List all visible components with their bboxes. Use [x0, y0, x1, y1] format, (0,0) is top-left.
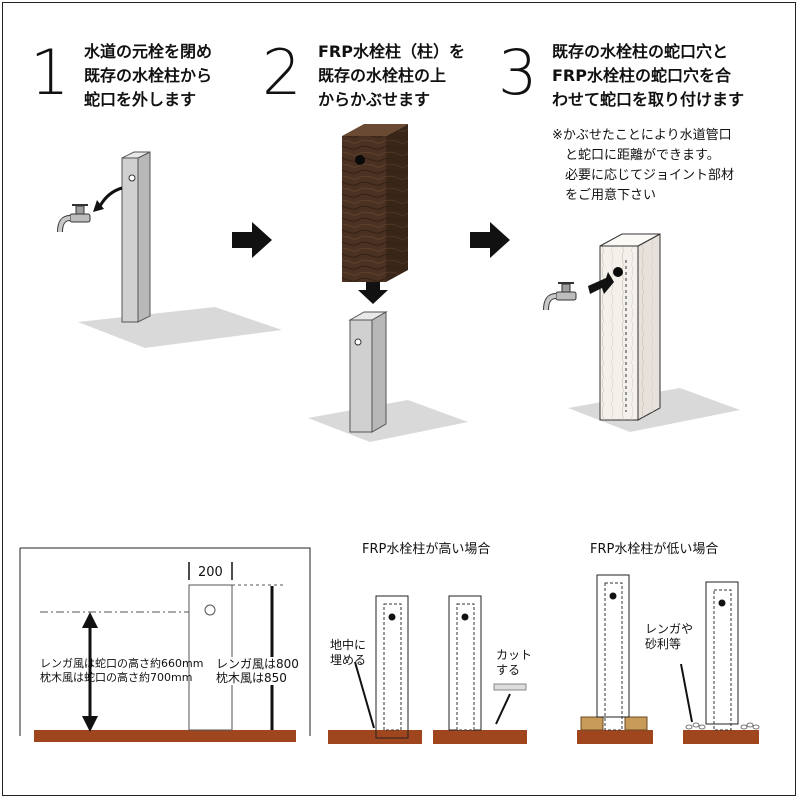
step2-wood-front-grain — [342, 136, 386, 282]
step1-post-side — [137, 151, 151, 323]
step1-line: 既存の水栓柱から — [84, 66, 213, 85]
step-arrow-1 — [232, 222, 272, 258]
fill-leader-line — [680, 663, 693, 723]
short-frp-post-2 — [705, 581, 739, 725]
short-case-diagram — [577, 574, 760, 744]
cut-label: カット する — [496, 648, 532, 678]
step2-line: FRP水栓柱（柱）を — [318, 42, 465, 61]
width-label: 200 — [198, 565, 223, 580]
step3-post-side-grain — [638, 234, 660, 420]
cut-piece — [493, 683, 527, 691]
note-line: と蛇口に距離ができます。 — [552, 148, 720, 163]
step3-line: わせて蛇口を取り付けます — [552, 90, 745, 109]
step2-ground-shadow — [308, 400, 468, 442]
dimension-diagram — [19, 547, 311, 742]
step1-line: 蛇口を外します — [84, 90, 197, 109]
short-ground-2 — [683, 730, 759, 744]
short-case-title: FRP水栓柱が低い場合 — [590, 542, 719, 557]
tall-case-diagram — [328, 595, 527, 744]
step3-post-front-grain — [600, 246, 638, 420]
note-line: をご用意下さい — [552, 188, 657, 203]
step3-line: FRP水栓柱の蛇口穴を合 — [552, 66, 731, 85]
step2-post-top — [348, 311, 388, 321]
post-height-label: レンガ風は800 枕木風は850 — [216, 657, 299, 685]
tall-inner-post-2 — [456, 603, 475, 731]
step1-faucet-hole — [128, 174, 136, 182]
brick-left — [580, 716, 604, 731]
step3-illustration — [543, 233, 740, 432]
fill-label-line: レンガや — [645, 622, 694, 636]
faucet-icon — [57, 204, 91, 233]
step1-post-top — [121, 151, 151, 159]
dimension-ground — [34, 730, 296, 742]
step2-line: からかぶせます — [318, 90, 431, 109]
tall-case-title: FRP水栓柱が高い場合 — [362, 542, 491, 557]
bury-label: 地中に 埋める — [330, 638, 366, 668]
step2-faucet-hole — [355, 155, 365, 165]
tall-ground-2 — [433, 730, 527, 744]
post-height-line: レンガ風は800 — [216, 657, 299, 671]
brick-right — [624, 716, 648, 731]
bury-label-line: 埋める — [330, 653, 367, 667]
cut-label-line: する — [496, 663, 521, 677]
faucet-height-line: レンガ風は蛇口の高さ約660mm — [40, 657, 204, 670]
tall-frp-post-1 — [375, 595, 409, 739]
cut-label-line: カット — [496, 648, 533, 662]
short-inner-post-1 — [604, 582, 623, 731]
step2-post-front — [349, 319, 373, 433]
step1-illustration — [57, 151, 282, 348]
step-arrow-2 — [470, 222, 510, 258]
faucet-height-label: レンガ風は蛇口の高さ約660mm 枕木風は蛇口の高さ約700mm — [40, 657, 203, 685]
bury-label-line: 地中に — [330, 638, 367, 652]
cut-leader-line — [495, 693, 511, 725]
step3-post-top — [599, 233, 661, 247]
short-ground-1 — [577, 730, 653, 744]
step2-text: FRP水栓柱（柱）を 既存の水栓柱の上 からかぶせます — [318, 40, 465, 112]
faucet-icon — [543, 282, 577, 311]
step1-removal-arrow — [98, 186, 123, 207]
step2-post-hole — [354, 338, 362, 346]
step1-arrowhead — [93, 200, 104, 212]
step2-post-side — [371, 311, 387, 433]
step2-wood-top — [342, 124, 408, 136]
step1-post-front — [121, 157, 139, 323]
dimension-frame — [20, 547, 311, 736]
step3-faucet-hole — [613, 267, 623, 277]
step3-line: 既存の水栓柱の蛇口穴と — [552, 42, 729, 61]
step3-text: 既存の水栓柱の蛇口穴と FRP水栓柱の蛇口穴を合 わせて蛇口を取り付けます — [552, 40, 744, 112]
step2-down-arrow — [358, 282, 388, 304]
note-line: 必要に応じてジョイント部材 — [552, 168, 735, 183]
joint-note: ※かぶせたことにより水道管口 と蛇口に距離ができます。 必要に応じてジョイント部… — [552, 126, 734, 206]
faucet-height-line: 枕木風は蛇口の高さ約700mm — [40, 671, 193, 684]
step2-line: 既存の水栓柱の上 — [318, 66, 447, 85]
tall-inner-post-1 — [383, 603, 402, 731]
fill-label: レンガや 砂利等 — [645, 622, 693, 652]
step1-line: 水道の元栓を閉め — [84, 42, 213, 61]
gravel — [685, 722, 760, 730]
step1-number: 1 — [30, 36, 70, 109]
step3-attach-arrow — [588, 272, 614, 294]
dimension-hole — [204, 604, 216, 616]
bury-leader-line — [354, 661, 375, 729]
fill-label-line: 砂利等 — [645, 637, 682, 651]
step1-ground-shadow — [78, 307, 282, 348]
note-line: ※かぶせたことにより水道管口 — [552, 128, 732, 143]
step3-number: 3 — [498, 36, 538, 109]
step2-wood-side-grain — [386, 124, 408, 282]
short-inner-post-2 — [713, 589, 732, 731]
post-height-line: 枕木風は850 — [216, 671, 287, 685]
step1-text: 水道の元栓を閉め 既存の水栓柱から 蛇口を外します — [84, 40, 212, 112]
step2-illustration — [308, 124, 468, 442]
tall-ground-1 — [328, 730, 422, 744]
step2-number: 2 — [262, 36, 302, 109]
